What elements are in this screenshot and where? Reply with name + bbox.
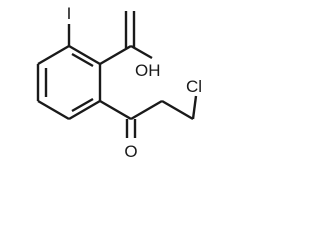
chlorine-bond <box>191 95 198 120</box>
ring-bond-1 <box>37 44 70 66</box>
chain-bond-2 <box>161 99 194 121</box>
ring-bond-4 <box>68 99 101 121</box>
ring-bond-2 <box>68 44 101 66</box>
ketone-oxygen-label: O <box>124 142 137 161</box>
carboxyl-bond <box>99 44 132 66</box>
ring-double-bond-2 <box>71 52 94 68</box>
structure-diagram: I OH O Cl <box>36 4 202 161</box>
iodine-label: I <box>67 4 72 23</box>
benzene-ring <box>36 44 102 121</box>
acyl-bond <box>99 99 132 121</box>
chlorine-label: Cl <box>186 77 202 96</box>
ring-double-bond-3 <box>71 97 94 113</box>
hydroxyl-label: OH <box>135 61 161 80</box>
ring-bond-5 <box>37 99 70 121</box>
hydroxyl-bond <box>130 44 153 60</box>
chain-bond-1 <box>130 99 163 121</box>
